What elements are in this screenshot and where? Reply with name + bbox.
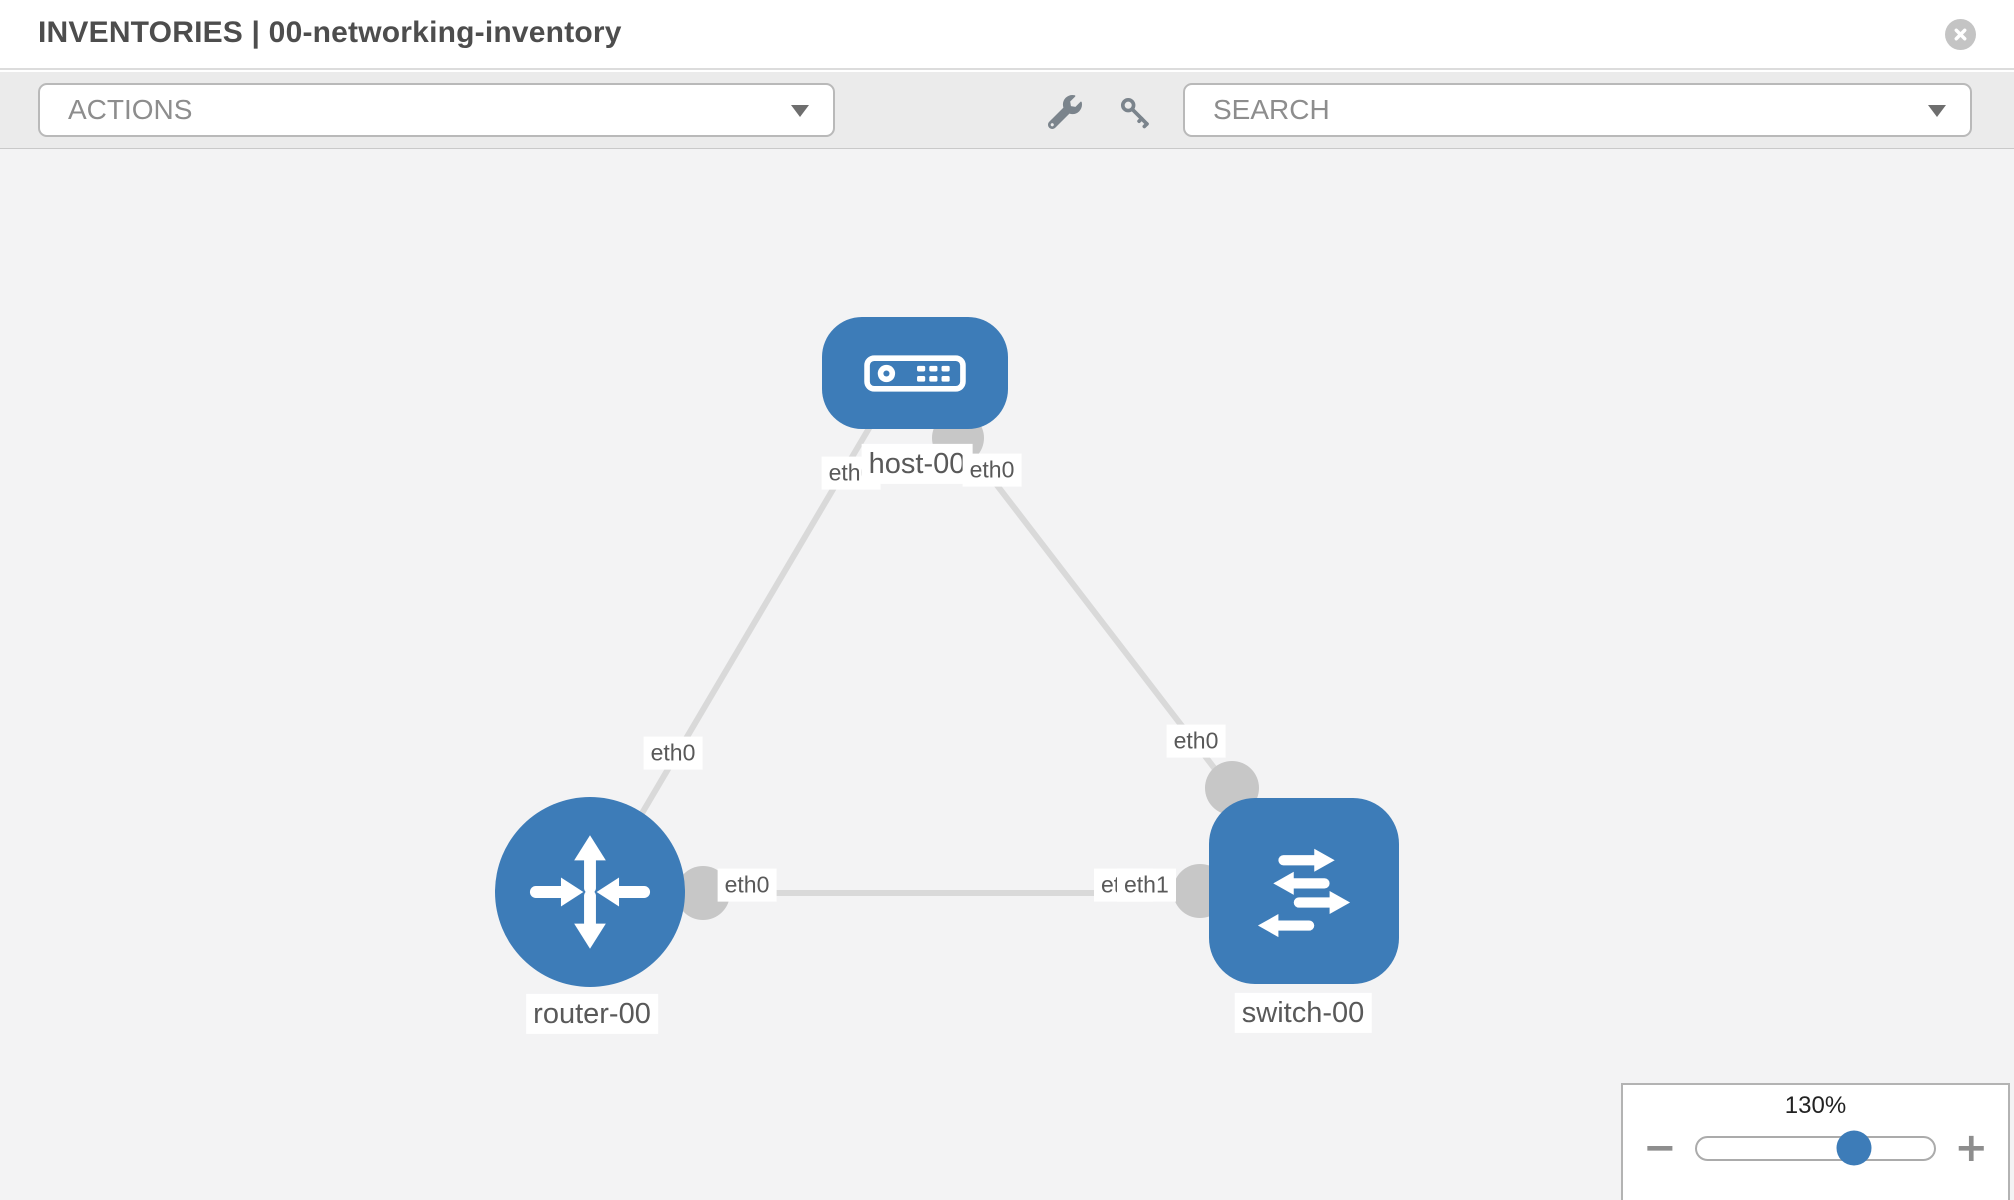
zoom-panel: 130% − + (1621, 1083, 2010, 1200)
interface-label: eth1 (1117, 868, 1176, 902)
page-title: INVENTORIES | 00-networking-inventory (38, 16, 622, 49)
node-label-router: router-00 (526, 993, 658, 1035)
zoom-controls: − + (1623, 1128, 2008, 1168)
zoom-slider-handle[interactable] (1836, 1130, 1872, 1166)
close-button[interactable] (1945, 19, 1976, 50)
chevron-down-icon (791, 105, 809, 117)
router-arrows-icon (529, 835, 651, 949)
node-switch-00[interactable] (1209, 798, 1399, 984)
actions-dropdown[interactable]: ACTIONS (38, 83, 835, 137)
search-dropdown[interactable]: SEARCH (1183, 83, 1972, 137)
node-label-host: host-00 (861, 443, 973, 485)
host-device-icon (864, 354, 966, 392)
header: INVENTORIES | 00-networking-inventory (0, 0, 2014, 70)
interface-label: eth0 (643, 736, 703, 770)
search-dropdown-label: SEARCH (1213, 94, 1330, 125)
zoom-level: 130% (1784, 1092, 1847, 1119)
topology-canvas[interactable]: eth0 host-00 eth0 eth0 eth0 eth0 eth1 et… (0, 149, 2014, 1200)
wrench-icon (1048, 95, 1082, 129)
zoom-slider[interactable] (1694, 1130, 1937, 1166)
switch-arrows-icon (1257, 848, 1351, 938)
node-host-00[interactable] (822, 317, 1008, 429)
node-label-switch: switch-00 (1234, 992, 1372, 1034)
zoom-out-button[interactable]: − (1643, 1125, 1677, 1171)
node-router-00[interactable] (495, 797, 685, 987)
interface-label: eth0 (962, 453, 1022, 487)
interface-label: eth0 (1166, 724, 1226, 758)
interface-label: eth0 (717, 868, 777, 902)
key-icon (1120, 97, 1149, 129)
chevron-down-icon (1928, 105, 1946, 117)
links-layer (625, 411, 1259, 920)
port-router-eth0 (676, 866, 730, 920)
zoom-in-button[interactable]: + (1954, 1125, 1988, 1171)
toolbar: ACTIONS SEARCH (0, 72, 2014, 149)
actions-dropdown-label: ACTIONS (68, 94, 193, 125)
configure-button[interactable] (1040, 90, 1090, 134)
credentials-button[interactable] (1110, 90, 1160, 134)
close-icon (1954, 28, 1967, 41)
